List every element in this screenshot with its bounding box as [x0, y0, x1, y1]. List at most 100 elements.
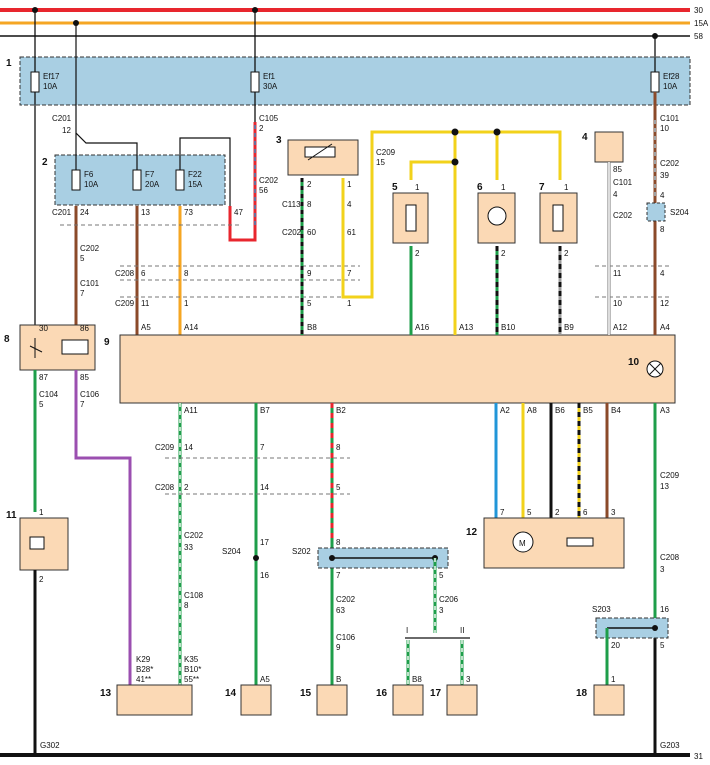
- pin-label: 7: [80, 289, 85, 298]
- splice-s204b-label: S204: [222, 547, 241, 556]
- pin-label: 8: [336, 538, 341, 547]
- pin-label: 7: [500, 508, 505, 517]
- fuse-f22-rating: 15A: [188, 180, 203, 189]
- component-8-label: 8: [4, 334, 10, 345]
- sensor-5-resistor-icon: [405, 204, 417, 232]
- pin-label: 3: [439, 606, 444, 615]
- wire-15a-to-c201: [75, 23, 138, 170]
- pin-label: 12: [62, 126, 71, 135]
- pin-label: C106: [80, 390, 100, 399]
- pin-label: 2: [564, 249, 569, 258]
- pin-label: 1: [347, 180, 352, 189]
- pin-label: 9: [307, 269, 312, 278]
- splice-dot: [329, 555, 335, 561]
- wire-c201-to-f22: [179, 137, 231, 206]
- pin-label: 24: [80, 208, 89, 217]
- component-18-label: 18: [576, 688, 588, 699]
- pin-label: 55**: [184, 675, 199, 684]
- pin-label: 6: [583, 508, 588, 517]
- led-icon: [487, 206, 507, 226]
- pin-label: B8: [307, 323, 317, 332]
- pin-label: 13: [141, 208, 150, 217]
- component-17-box: [446, 684, 478, 716]
- pin-label: 7: [347, 269, 352, 278]
- pin-label: A4: [660, 323, 670, 332]
- component-14-box: [240, 684, 272, 716]
- pin-label: 10: [660, 124, 669, 133]
- pin-label: 4: [613, 190, 618, 199]
- splice-s203-label: S203: [592, 605, 611, 614]
- pin-labels: C201 12 C201 24 13 73 47 C105 2 C202 56 …: [39, 114, 680, 684]
- relay-switch-icon: [29, 345, 43, 353]
- pin-label: 3: [611, 508, 616, 517]
- pin-label: B28*: [136, 665, 153, 674]
- fuse-f6: [71, 169, 81, 191]
- pin-label: 5: [336, 483, 341, 492]
- pin-label: 86: [80, 324, 89, 333]
- pin-label: C201: [52, 114, 72, 123]
- pin-label: 8: [336, 443, 341, 452]
- pin-label: A3: [660, 406, 670, 415]
- splice-dot: [253, 555, 259, 561]
- pin-label: C202: [660, 159, 680, 168]
- pin-label: C108: [184, 591, 204, 600]
- pin-label: 4: [660, 269, 665, 278]
- fuse-ef28-rating: 10A: [663, 82, 678, 91]
- motor-icon: [512, 531, 534, 553]
- pin-label: A11: [184, 406, 198, 415]
- coil-icon: [29, 536, 45, 550]
- fuse-f7: [132, 169, 142, 191]
- pin-label: 7: [260, 443, 265, 452]
- rail-31-label: 31: [694, 752, 703, 761]
- pin-label: 41**: [136, 675, 151, 684]
- pin-label: 8: [184, 601, 189, 610]
- pin-label: 85: [613, 165, 622, 174]
- pin-label: A16: [415, 323, 430, 332]
- junction-dot: [451, 158, 459, 166]
- pin-label: A14: [184, 323, 199, 332]
- pin-label: 5: [307, 299, 312, 308]
- component-15-box: [316, 684, 348, 716]
- potentiometer-icon: [566, 537, 594, 547]
- pin-label: C104: [39, 390, 59, 399]
- pin-label: B5: [583, 406, 593, 415]
- splice-dot: [652, 625, 658, 631]
- ground-g302: G302: [40, 741, 60, 750]
- option-i: I: [406, 626, 408, 635]
- wire-ef1-red: [228, 122, 257, 242]
- pin-label: C202: [336, 595, 356, 604]
- rail-15a-label: 15A: [694, 19, 709, 28]
- pin-label: 5: [439, 571, 444, 580]
- pin-label: 2: [184, 483, 189, 492]
- fuse-ef17-rating: 10A: [43, 82, 58, 91]
- splice-s204-label: S204: [670, 208, 689, 217]
- component-6-label: 6: [477, 182, 483, 193]
- lamp-cross: [648, 362, 662, 376]
- fuse-box-1: [19, 56, 691, 106]
- pin-label: 1: [184, 299, 189, 308]
- pin-label: C209: [376, 148, 396, 157]
- pin-label: B8: [412, 675, 422, 684]
- pin-label: 87: [39, 373, 48, 382]
- pin-label: C106: [336, 633, 356, 642]
- pin-label: 60: [307, 228, 316, 237]
- pin-label: 7: [336, 571, 341, 580]
- pin-label: C202: [282, 228, 302, 237]
- pin-label: C101: [80, 279, 100, 288]
- actuator-12: [483, 517, 625, 569]
- component-17-label: 17: [430, 688, 442, 699]
- fuse-f7-name: F7: [145, 170, 155, 179]
- pin-label: B2: [336, 406, 346, 415]
- sensor-7-resistor-icon: [552, 204, 564, 232]
- pin-label: 56: [259, 186, 268, 195]
- component-15-label: 15: [300, 688, 312, 699]
- pin-label: 1: [611, 675, 616, 684]
- ground-g203: G203: [660, 741, 680, 750]
- component-4-label: 4: [582, 132, 588, 143]
- pin-label: 16: [260, 571, 269, 580]
- pin-label: 30: [39, 324, 48, 333]
- pin-label: A5: [260, 675, 270, 684]
- pin-label: C208: [660, 553, 680, 562]
- pin-label: C101: [613, 178, 633, 187]
